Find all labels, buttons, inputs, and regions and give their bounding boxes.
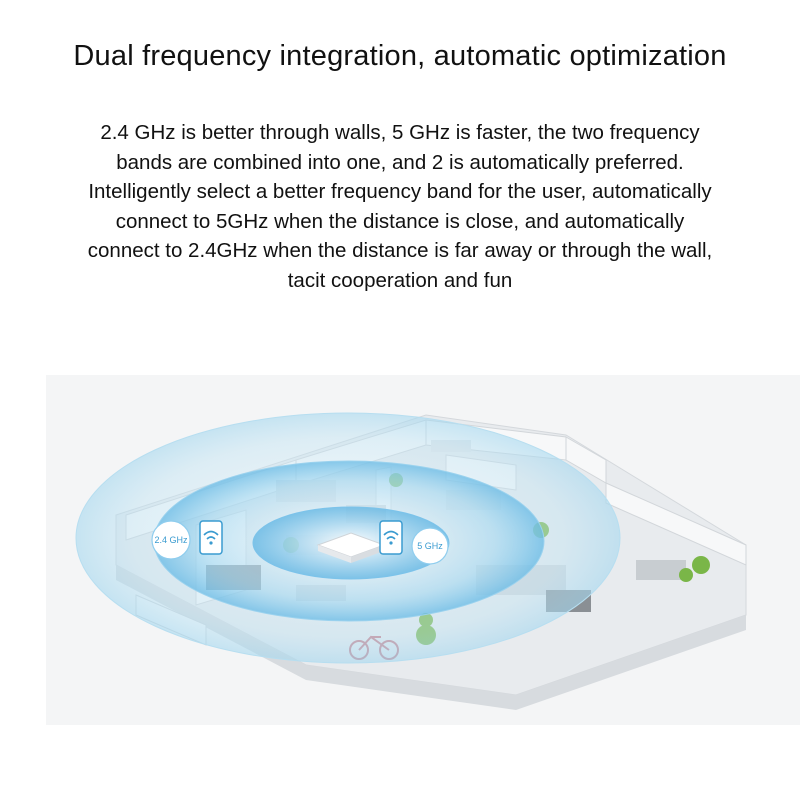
right-phone-wifi-icon bbox=[379, 520, 403, 555]
left-phone-wifi-icon bbox=[199, 520, 223, 555]
description-line: Intelligently select a better frequency … bbox=[88, 180, 712, 203]
page-title: Dual frequency integration, automatic op… bbox=[73, 40, 727, 72]
description: 2.4 GHz is better through walls, 5 GHz i… bbox=[10, 118, 790, 295]
badge-2-4ghz-label: 2.4 GHz bbox=[154, 535, 188, 545]
description-line: bands are combined into one, and 2 is au… bbox=[116, 150, 684, 174]
floor-edge bbox=[116, 565, 746, 710]
description-line: tacit cooperation and fun bbox=[287, 268, 513, 292]
badge-5ghz: 5 GHz bbox=[411, 527, 449, 565]
description-line: 2.4 GHz is better through walls, 5 GHz i… bbox=[100, 121, 700, 144]
description-line: connect to 5GHz when the distance is clo… bbox=[115, 209, 685, 233]
badge-5ghz-label: 5 GHz bbox=[417, 541, 443, 551]
house-illustration: 2.4 GHz 5 GHz bbox=[46, 375, 800, 725]
house-wifi-scene: 2.4 GHz 5 GHz bbox=[75, 412, 747, 710]
description-line: connect to 2.4GHz when the distance is f… bbox=[87, 239, 713, 262]
badge-2-4ghz: 2.4 GHz bbox=[151, 520, 191, 560]
router-icon bbox=[316, 532, 386, 563]
